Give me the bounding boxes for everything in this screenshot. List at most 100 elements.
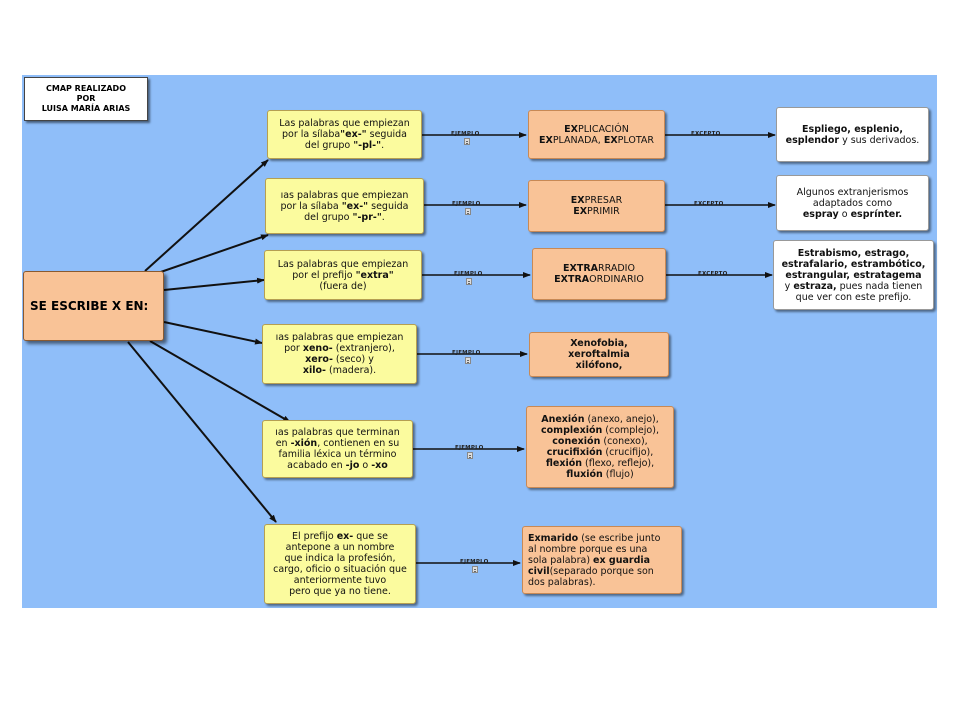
text-line: Las palabras que empiezan [277, 258, 409, 270]
bold-text: estrafalario, estrambótico, [781, 258, 926, 270]
text-line: Espliego, esplenio, [786, 124, 920, 135]
bold-text: -xión [290, 438, 318, 449]
text-line: por la sílaba"ex-" seguida [282, 129, 407, 140]
text-line: y estraza, pues nada tienen [784, 280, 923, 292]
text-line: en -xión, contienen en su [275, 438, 400, 449]
bold-text: crucifixión [546, 447, 603, 458]
link-label-except-3: EXCEPTO [698, 271, 728, 277]
text-line: estrafalario, estrambótico, [782, 259, 926, 270]
text-line: Estrabismo, estrago, [782, 248, 926, 259]
document-icon [465, 357, 471, 364]
bold-text: "-pl-" [353, 140, 382, 151]
diagram-canvas [22, 75, 937, 608]
bold-text: xilófono, [575, 360, 623, 371]
bold-text: EX [570, 195, 585, 206]
text-line: dos palabras). [528, 576, 596, 588]
text-line: EXPLANADA, EXPLOTAR [538, 134, 654, 146]
text-line: Algunos extranjerismos [796, 186, 909, 198]
bold-text: EXTRA [563, 263, 599, 274]
text-line: que indica la profesión, [284, 553, 396, 564]
bold-text: Xenofobia, [570, 338, 628, 349]
bold-text: Exmarido [528, 532, 579, 544]
title-box: CMAP REALIZADO POR LUISA MARÍA ARIAS [24, 77, 148, 121]
bold-text: xeno- [302, 343, 333, 354]
bold-text: "ex-" [340, 129, 367, 140]
bold-text: conexión [552, 436, 601, 447]
exception-node-3: Estrabismo, estrago,estrafalario, estram… [773, 240, 934, 310]
text-line: acabado en -jo o -xo [287, 460, 388, 471]
bold-text: EX [603, 134, 618, 146]
bold-text: "extra" [355, 269, 394, 281]
text-line: ıas palabras que terminan [275, 427, 400, 438]
text-line: xilo- (madera). [302, 365, 377, 376]
link-label-except-1: EXCEPTO [691, 131, 721, 137]
bold-text: flexión [545, 458, 583, 469]
text-line: (fuera de) [319, 280, 367, 292]
bold-text: EX [573, 206, 588, 217]
text-line: espray o esprínter. [802, 208, 903, 220]
edge-root-rule-3 [163, 277, 265, 291]
document-icon [465, 208, 471, 215]
text-line: EXPRESAR [570, 195, 623, 206]
text-line: El prefijo ex- que se [292, 531, 388, 542]
edge-root-rule-1 [144, 159, 269, 272]
bold-text: "-pr-" [352, 211, 382, 223]
title-line-1: CMAP REALIZADO [46, 84, 126, 93]
edge-root-rule-4 [163, 321, 263, 345]
document-icon [472, 566, 478, 573]
text-line: civil(separado porque son [528, 565, 654, 577]
bold-text: "ex-" [341, 200, 369, 212]
text-line: ıas palabras que empiezan [280, 189, 409, 201]
document-icon [466, 278, 472, 285]
text-line: por el prefijo "extra" [292, 269, 394, 281]
text-line: xilófono, [568, 360, 630, 371]
text-line: cargo, oficio o situación que [273, 564, 407, 575]
bold-text: estraza, [793, 280, 837, 292]
bold-text: Anexión [541, 414, 585, 425]
bold-text: Estrabismo, estrago, [797, 247, 910, 259]
bold-text: EX [538, 134, 553, 146]
text-line: crucifixión (crucifijo), [546, 447, 654, 458]
bold-text: ex- [336, 531, 354, 542]
link-label-except-2: EXCEPTO [694, 201, 724, 207]
exception-node-1: Espliego, esplenio,esplendor y sus deriv… [776, 107, 929, 162]
text-line: al nombre porque es una [528, 543, 648, 555]
document-icon [464, 138, 470, 145]
text-line: que ver con este prefijo. [795, 291, 912, 303]
text-line: Xenofobia, [568, 338, 630, 349]
text-line: por xeno- (extranjero), [284, 343, 395, 354]
text-line: EXPRIMIR [573, 206, 620, 217]
link-label-example-4: EJEMPLO [452, 350, 481, 356]
link-label-example-6: EJEMPLO [460, 559, 489, 565]
title-line-3: LUISA MARÍA ARIAS [41, 104, 131, 113]
text-line: sola palabra) ex guardia [528, 554, 651, 566]
edge-root-rule-6 [127, 341, 277, 523]
link-label-example-2: EJEMPLO [452, 201, 481, 207]
text-line: xero- (seco) y [305, 354, 374, 365]
bold-text: civil [528, 565, 550, 577]
text-line: Exmarido (se escribe junto [528, 532, 661, 544]
bold-text: xeroftalmia [568, 349, 630, 360]
text-line: pero que ya no tiene. [289, 586, 391, 597]
bold-text: complexión [541, 425, 603, 436]
edge-root-rule-2 [151, 234, 269, 276]
link-label-example-1: EJEMPLO [451, 131, 480, 137]
text-line: antepone a un nombre [285, 542, 395, 553]
bold-text: esplendor [785, 134, 840, 146]
text-line: EXTRARRADIO [563, 263, 635, 274]
text-line: esplendor y sus derivados. [785, 134, 920, 146]
bold-text: EX [564, 123, 578, 135]
text-line: fluxión (flujo) [566, 469, 634, 480]
document-icon [467, 452, 473, 459]
bold-text: Espliego, esplenio, [802, 123, 903, 135]
text-line: complexión (complejo), [541, 425, 659, 436]
bold-text: -xo [371, 460, 388, 471]
